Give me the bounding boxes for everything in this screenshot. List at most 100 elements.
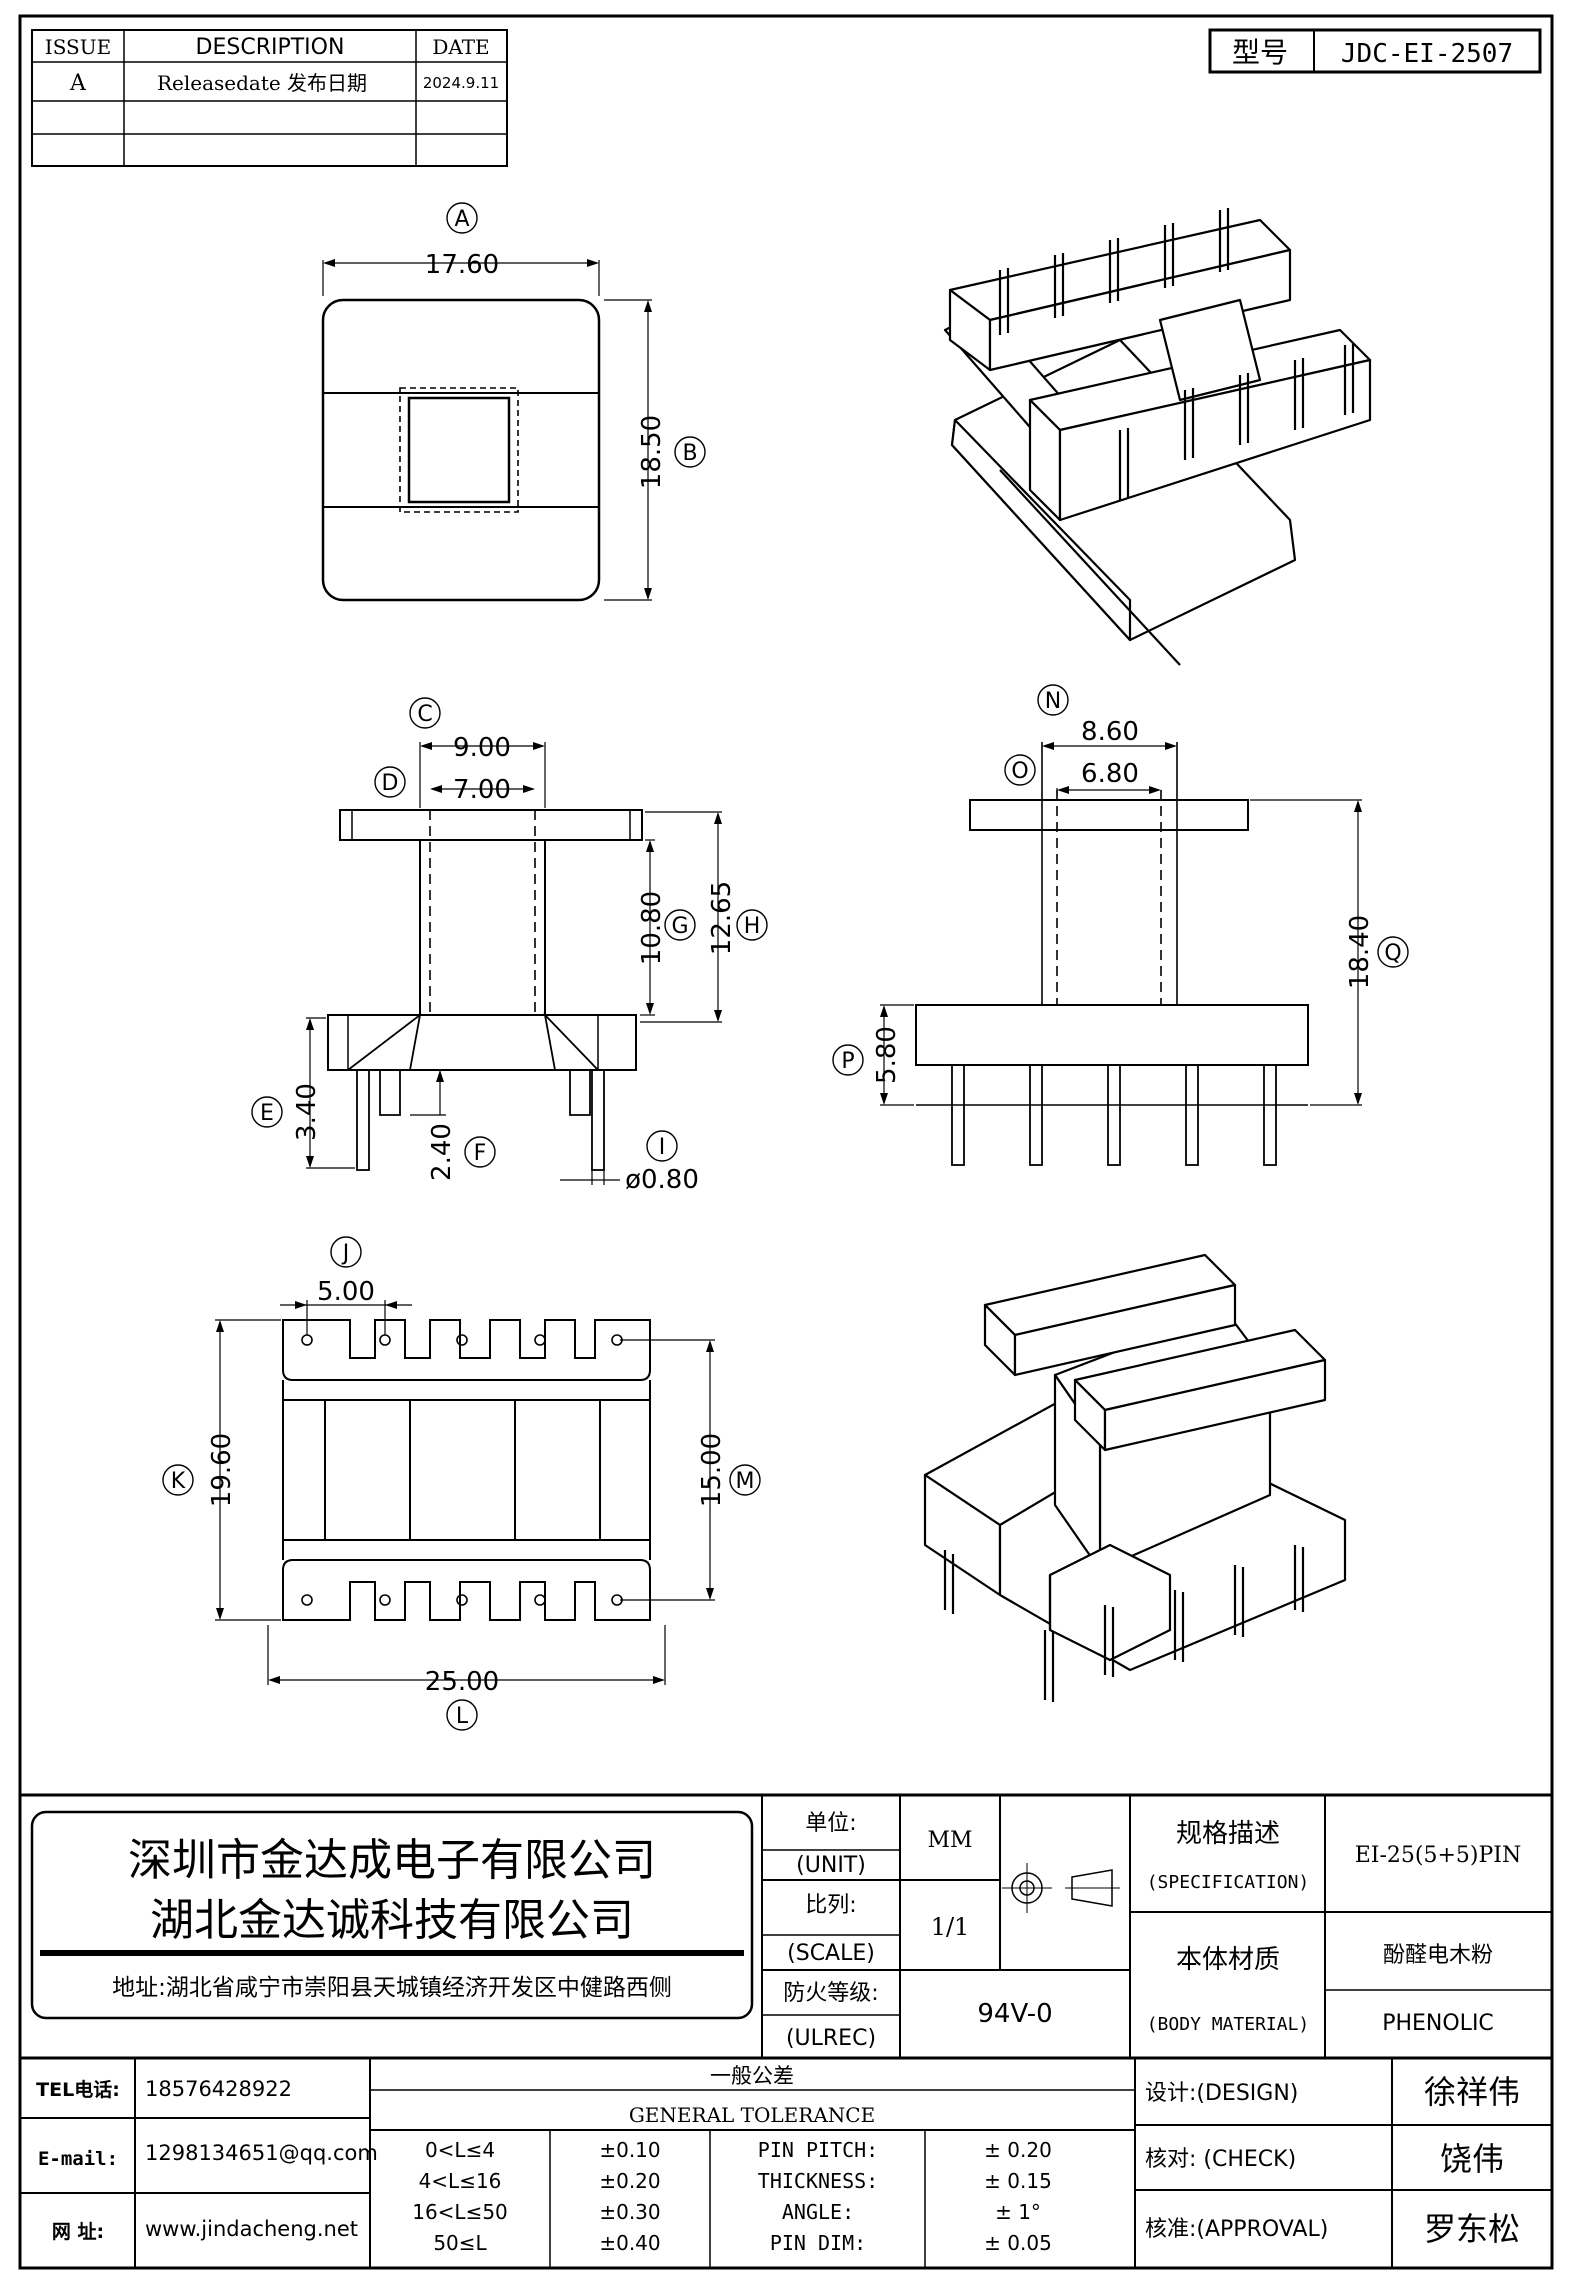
bottom-view (215, 1300, 715, 1685)
company-name-2: 湖北金达诚科技有限公司 (150, 1895, 634, 1946)
rev-header-description: DESCRIPTION (196, 35, 345, 60)
tolerance-range-1: 0<L≤4 (425, 2138, 495, 2162)
scale-label-en: (SCALE) (787, 1941, 875, 1966)
material-value: 酚醛电木粉 (1383, 1943, 1493, 1968)
rev-header-date: DATE (432, 35, 489, 59)
design-label: 设计:(DESIGN) (1145, 2081, 1298, 2106)
dim-value-o: 6.80 (1081, 759, 1139, 789)
svg-text:O: O (1011, 759, 1028, 784)
spec-label: 规格描述 (1176, 1819, 1280, 1849)
letter-marker-h: H (736, 909, 768, 941)
svg-text:D: D (382, 771, 399, 796)
tolerance-value-4: ±0.40 (599, 2231, 660, 2255)
email-label: E-mail: (38, 2148, 118, 2170)
email-value: 1298134651@qq.com (145, 2141, 378, 2165)
approval-label: 核准:(APPROVAL) (1145, 2217, 1328, 2242)
svg-text:Q: Q (1384, 941, 1401, 966)
svg-text:N: N (1045, 689, 1061, 714)
svg-text:K: K (171, 1469, 186, 1494)
dim-value-c: 9.00 (453, 733, 511, 763)
dim-value-b: 18.50 (637, 415, 667, 489)
company-separator (40, 1950, 744, 1956)
svg-text:H: H (744, 914, 761, 939)
dim-value-j: 5.00 (317, 1277, 375, 1307)
material-label-en: (BODY MATERIAL) (1147, 2014, 1310, 2035)
svg-text:P: P (841, 1049, 854, 1074)
letter-marker-q: Q (1377, 936, 1409, 968)
isometric-view-bottom (923, 1253, 1347, 1702)
letter-marker-l: L (446, 1699, 478, 1731)
company-address: 地址:湖北省咸宁市崇阳县天城镇经济开发区中健路西侧 (112, 1975, 672, 2001)
ulrec-label-en: (ULREC) (786, 2026, 876, 2051)
dim-value-m: 15.00 (697, 1433, 727, 1507)
scale-value: 1/1 (931, 1913, 970, 1941)
svg-text:E: E (260, 1101, 274, 1126)
letter-marker-j: J (330, 1236, 362, 1268)
letter-marker-f: F (464, 1136, 496, 1168)
company-box (30, 1810, 754, 2020)
tolerance-item-4: PIN DIM: (770, 2231, 866, 2255)
revision-table: ISSUE DESCRIPTION DATE A Releasedate 发布日… (31, 29, 508, 167)
dim-value-d: 7.00 (453, 775, 511, 805)
dimension-labels: 17.60 18.50 9.00 7.00 10.80 12.65 3.40 2… (207, 250, 1375, 1697)
letter-marker-n: N (1037, 684, 1069, 716)
letter-marker-g: G (664, 909, 696, 941)
rev-date-a: 2024.9.11 (423, 74, 499, 92)
check-label: 核对: (CHECK) (1145, 2147, 1296, 2172)
letter-marker-a: A (446, 202, 478, 234)
svg-text:A: A (454, 207, 469, 232)
unit-label-en: (UNIT) (796, 1853, 866, 1878)
letter-marker-e: E (251, 1096, 283, 1128)
title-block: 深圳市金达成电子有限公司 湖北金达诚科技有限公司 地址:湖北省咸宁市崇阳县天城镇… (20, 1793, 1552, 2268)
tel-label: TEL电话: (36, 2078, 120, 2101)
company-name-1: 深圳市金达成电子有限公司 (128, 1835, 656, 1886)
tolerance-item-3: ANGLE: (782, 2200, 854, 2224)
dim-value-f: 2.40 (427, 1123, 457, 1181)
isometric-view-top (943, 208, 1372, 666)
tolerance-range-3: 16<L≤50 (412, 2200, 508, 2224)
sheet-border (18, 14, 1554, 2270)
dim-value-e: 3.40 (292, 1083, 322, 1141)
tolerance-value-1: ±0.10 (599, 2138, 660, 2162)
svg-text:C: C (417, 702, 432, 727)
letter-marker-b: B (674, 436, 706, 468)
check-name: 饶伟 (1440, 2140, 1504, 2178)
model-value: JDC-EI-2507 (1341, 39, 1513, 69)
letter-marker-m: M (729, 1464, 761, 1496)
scale-label: 比列: (805, 1893, 856, 1918)
tolerance-title-cn: 一般公差 (710, 2064, 794, 2088)
dim-value-a: 17.60 (425, 250, 499, 280)
projection-symbol-icon (1002, 1863, 1120, 1913)
tolerance-title-en: GENERAL TOLERANCE (629, 2103, 875, 2127)
material-label: 本体材质 (1176, 1945, 1280, 1975)
rev-issue-a: A (69, 71, 87, 96)
svg-text:G: G (671, 914, 688, 939)
spec-label-en: (SPECIFICATION) (1147, 1872, 1310, 1893)
dim-value-k: 19.60 (207, 1433, 237, 1507)
letter-marker-i: I (646, 1130, 678, 1162)
dim-value-n: 8.60 (1081, 717, 1139, 747)
top-view (321, 259, 652, 602)
tolerance-item-2: THICKNESS: (758, 2169, 878, 2193)
dim-value-i: ø0.80 (625, 1165, 699, 1195)
model-label: 型号 (1232, 36, 1288, 69)
design-name: 徐祥伟 (1424, 2073, 1520, 2111)
tolerance-item-1: PIN PITCH: (758, 2138, 878, 2162)
rev-header-issue: ISSUE (45, 35, 111, 59)
tolerance-range-4: 50≤L (433, 2231, 487, 2255)
letter-marker-o: O (1004, 754, 1036, 786)
tolerance-item-value-1: ± 0.20 (984, 2138, 1052, 2162)
letter-marker-d: D (374, 766, 406, 798)
letter-marker-k: K (162, 1464, 194, 1496)
svg-text:B: B (682, 441, 697, 466)
dim-value-l: 25.00 (425, 1667, 499, 1697)
svg-text:M: M (736, 1469, 755, 1494)
tolerance-value-2: ±0.20 (599, 2169, 660, 2193)
dim-value-h: 12.65 (707, 881, 737, 955)
unit-label: 单位: (805, 1811, 856, 1836)
approval-name: 罗东松 (1424, 2210, 1520, 2248)
letter-marker-p: P (832, 1044, 864, 1076)
side-view (306, 742, 722, 1185)
web-value: www.jindacheng.net (145, 2217, 358, 2241)
